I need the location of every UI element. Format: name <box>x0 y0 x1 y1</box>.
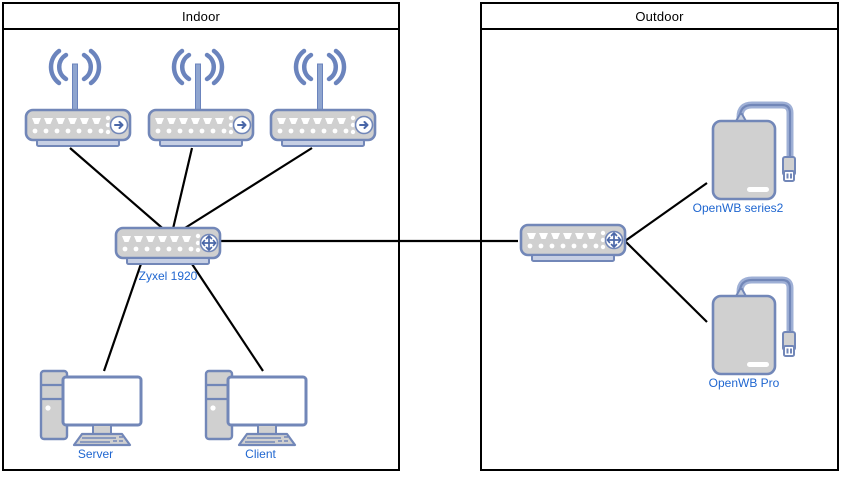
wireless-access-point-icon <box>147 48 255 147</box>
node-label-server: Server <box>77 447 114 461</box>
node-access-point-1[interactable] <box>20 48 132 150</box>
wireless-access-point-icon <box>269 48 377 147</box>
node-label-openwb-pro: OpenWB Pro <box>708 376 780 390</box>
node-wallbox-openwb-pro[interactable]: OpenWB Pro <box>707 276 812 390</box>
zone-indoor: Indoor <box>2 2 400 471</box>
node-access-point-2[interactable] <box>143 48 255 150</box>
zone-indoor-header: Indoor <box>4 4 398 30</box>
desktop-computer-icon <box>39 369 143 447</box>
zone-indoor-title: Indoor <box>181 8 221 24</box>
wireless-access-point-icon <box>24 48 132 147</box>
node-computer-server[interactable]: Server <box>38 363 153 461</box>
node-label-zyxel-1920: Zyxel 1920 <box>138 269 198 283</box>
zone-outdoor: Outdoor <box>480 2 839 471</box>
network-switch-icon <box>519 223 627 262</box>
node-switch-outdoor[interactable] <box>518 222 628 264</box>
wallbox-device-icon <box>711 276 796 376</box>
node-wallbox-openwb-series2[interactable]: OpenWB series2 <box>693 101 812 215</box>
node-switch-zyxel-1920[interactable]: Zyxel 1920 <box>113 225 223 283</box>
zone-outdoor-header: Outdoor <box>482 4 837 30</box>
node-label-openwb-series2: OpenWB series2 <box>692 201 784 215</box>
node-label-client: Client <box>245 447 276 461</box>
node-access-point-3[interactable] <box>265 48 377 150</box>
zone-outdoor-title: Outdoor <box>635 8 684 24</box>
wallbox-device-icon <box>711 101 796 201</box>
desktop-computer-icon <box>204 369 308 447</box>
node-computer-client[interactable]: Client <box>203 363 318 461</box>
network-switch-icon <box>114 226 222 265</box>
